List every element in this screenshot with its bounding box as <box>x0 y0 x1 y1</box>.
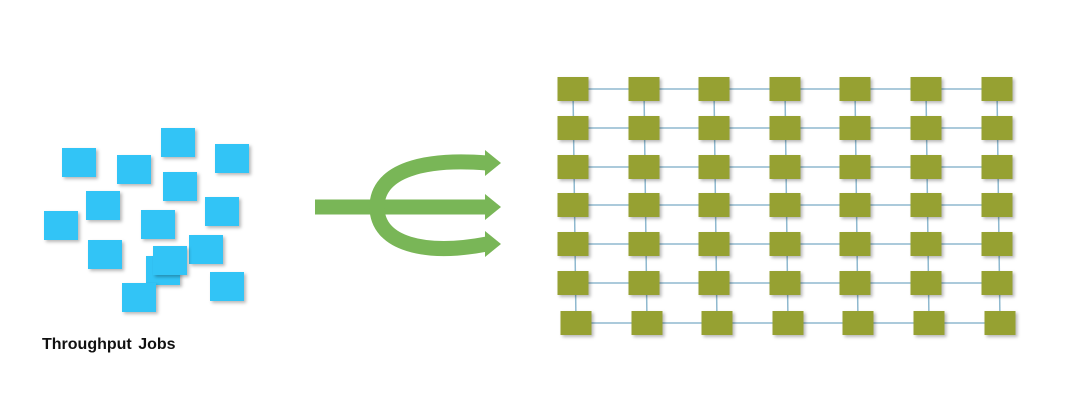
cluster-node <box>981 155 1013 179</box>
arrow-head-top <box>485 150 501 176</box>
cluster-node <box>557 193 589 217</box>
job-block <box>122 283 156 312</box>
cluster-node <box>560 311 592 335</box>
job-block <box>215 144 249 173</box>
cluster-node <box>631 311 663 335</box>
cluster-node <box>984 311 1016 335</box>
cluster-node <box>839 232 871 256</box>
cluster-node <box>628 77 660 101</box>
cluster-node <box>981 271 1013 295</box>
job-block <box>44 211 78 240</box>
job-block <box>189 235 223 264</box>
cluster-node <box>981 193 1013 217</box>
cluster-node <box>769 116 801 140</box>
cluster-node <box>839 116 871 140</box>
job-block <box>153 246 187 275</box>
cluster-node <box>910 155 942 179</box>
arrow-head-bottom <box>485 231 501 257</box>
cluster-node <box>981 232 1013 256</box>
cluster-node <box>910 77 942 101</box>
job-block <box>161 128 195 157</box>
cluster-node <box>698 232 730 256</box>
job-block <box>117 155 151 184</box>
cluster-node <box>628 271 660 295</box>
cluster-node <box>628 116 660 140</box>
cluster-node <box>557 155 589 179</box>
cluster-node <box>913 311 945 335</box>
cluster-node <box>839 271 871 295</box>
cluster-node <box>557 232 589 256</box>
job-block <box>205 197 239 226</box>
cluster-node-grid <box>557 77 1016 335</box>
cluster-node <box>698 116 730 140</box>
cluster-node <box>769 232 801 256</box>
cluster-node <box>769 155 801 179</box>
cluster-node <box>772 311 804 335</box>
cluster-node <box>910 232 942 256</box>
throughput-jobs-label: Throughput Jobs <box>42 336 176 353</box>
throughput-jobs-cluster <box>44 128 249 312</box>
job-block <box>210 272 244 301</box>
cluster-node <box>981 77 1013 101</box>
job-block <box>141 210 175 239</box>
cluster-node <box>910 116 942 140</box>
cluster-node <box>769 271 801 295</box>
job-block <box>88 240 122 269</box>
cluster-node <box>701 311 733 335</box>
cluster-node <box>910 271 942 295</box>
cluster-node <box>981 116 1013 140</box>
cluster-node <box>628 193 660 217</box>
cluster-node <box>557 271 589 295</box>
cluster-node <box>769 193 801 217</box>
arrow-branch-curve <box>369 154 489 256</box>
cluster-node <box>628 155 660 179</box>
cluster-node <box>557 77 589 101</box>
cluster-node <box>628 232 660 256</box>
cluster-node <box>839 155 871 179</box>
cluster-node <box>698 155 730 179</box>
cluster-node <box>839 77 871 101</box>
cluster-node <box>839 193 871 217</box>
fan-out-arrow <box>315 150 501 257</box>
cluster-node <box>698 193 730 217</box>
arrow-head-middle <box>485 194 501 220</box>
cluster-node <box>910 193 942 217</box>
cluster-node <box>698 77 730 101</box>
cluster-node <box>769 77 801 101</box>
job-block <box>86 191 120 220</box>
cluster-node <box>842 311 874 335</box>
job-block <box>62 148 96 177</box>
cluster-node <box>557 116 589 140</box>
job-block <box>163 172 197 201</box>
cluster-node <box>698 271 730 295</box>
